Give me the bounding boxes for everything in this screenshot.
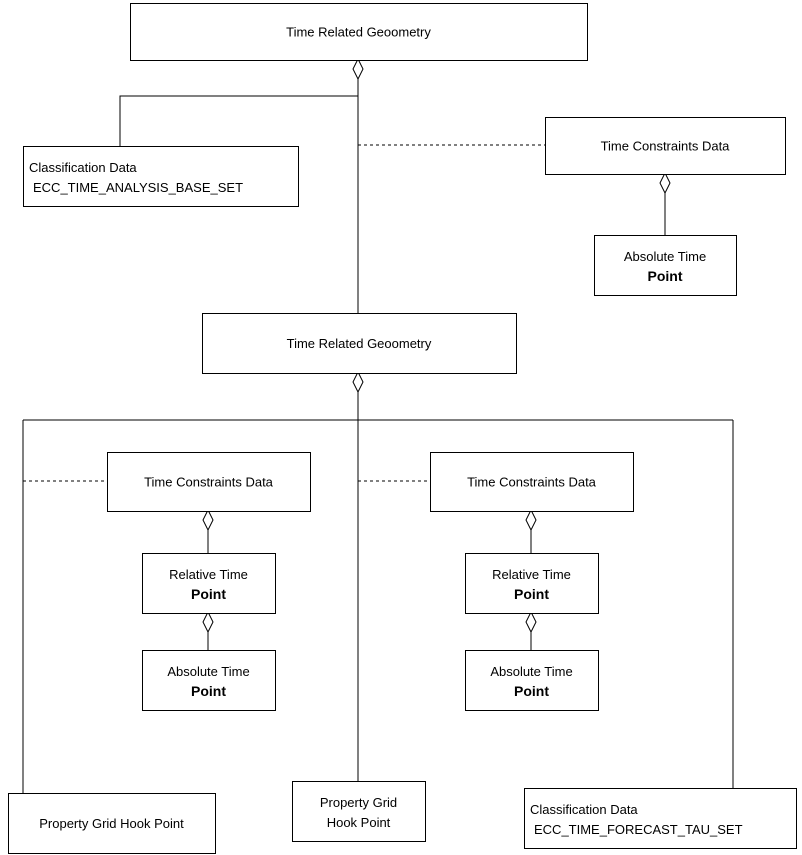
time-related-geoometry-second-rect[interactable] [202, 313, 517, 374]
time-related-geoometry-root-label: Time Related Geoometry [286, 25, 431, 40]
relative-time-point-right-label-line2: Point [514, 586, 549, 602]
classification-data-analysis-base-set-label-line1: Classification Data [29, 160, 137, 175]
relative-time-point-right-label-line1: Relative Time [492, 567, 571, 582]
classification-data-analysis-base-set-label-line2: ECC_TIME_ANALYSIS_BASE_SET [33, 180, 243, 195]
time-constraints-data-left[interactable]: Time Constraints Data [107, 452, 311, 512]
property-grid-hook-point-left[interactable]: Property Grid Hook Point [8, 793, 216, 854]
classification-data-forecast-tau-set-label-line2: ECC_TIME_FORECAST_TAU_SET [534, 822, 743, 837]
absolute-time-point-left-label-line1: Absolute Time [167, 664, 249, 679]
classification-data-analysis-base-set[interactable]: Classification DataECC_TIME_ANALYSIS_BAS… [23, 146, 299, 207]
classification-data-forecast-tau-set-label-line1: Classification Data [530, 802, 638, 817]
relative-time-point-left-rect[interactable] [142, 553, 276, 614]
absolute-time-point-top-label-line2: Point [648, 268, 683, 284]
aggregation-diamond-relative-right [525, 610, 537, 634]
aggregation-diamond-relative-left [202, 610, 214, 634]
time-constraints-data-right-rect[interactable] [430, 452, 634, 512]
time-related-geoometry-root[interactable]: Time Related Geoometry [130, 3, 588, 61]
absolute-time-point-right-rect[interactable] [465, 650, 599, 711]
time-constraints-data-left-label: Time Constraints Data [144, 475, 274, 490]
aggregation-diamond-tcd-left [202, 508, 214, 532]
absolute-time-point-left-label-line2: Point [191, 683, 226, 699]
classification-data-forecast-tau-set-rect[interactable] [524, 788, 797, 849]
branch-root-to-classification-analysis [119, 95, 358, 146]
time-related-geoometry-root-rect[interactable] [130, 3, 588, 61]
property-grid-hook-point-left-rect[interactable] [8, 793, 216, 854]
property-grid-hook-point-middle-rect[interactable] [292, 781, 426, 842]
time-constraints-data-right-label: Time Constraints Data [467, 475, 597, 490]
absolute-time-point-top-label-line1: Absolute Time [624, 249, 706, 264]
relative-time-point-right-rect[interactable] [465, 553, 599, 614]
classification-data-analysis-base-set-rect[interactable] [23, 146, 299, 207]
time-constraints-data-top-label: Time Constraints Data [601, 139, 731, 154]
property-grid-hook-point-middle-label-line1: Property Grid [320, 795, 397, 810]
aggregation-diamond-tcd-right [525, 508, 537, 532]
time-constraints-data-right[interactable]: Time Constraints Data [430, 452, 634, 512]
absolute-time-point-right-label-line1: Absolute Time [490, 664, 572, 679]
absolute-time-point-left-rect[interactable] [142, 650, 276, 711]
time-constraints-data-left-rect[interactable] [107, 452, 311, 512]
time-related-geoometry-second[interactable]: Time Related Geoometry [202, 313, 517, 374]
classification-data-forecast-tau-set[interactable]: Classification DataECC_TIME_FORECAST_TAU… [524, 788, 797, 849]
absolute-time-point-right-label-line2: Point [514, 683, 549, 699]
relative-time-point-left-label-line1: Relative Time [169, 567, 248, 582]
time-constraints-data-top-rect[interactable] [545, 117, 786, 175]
aggregation-diamond-second-geoometry [352, 370, 364, 394]
aggregation-diamonds-layer [202, 57, 671, 634]
aggregation-diamond-root [352, 57, 364, 81]
time-related-geoometry-second-label: Time Related Geoometry [287, 336, 432, 351]
property-grid-hook-point-middle-label-line2: Hook Point [327, 815, 391, 830]
property-grid-hook-point-left-label: Property Grid Hook Point [39, 816, 184, 831]
relative-time-point-left-label-line2: Point [191, 586, 226, 602]
absolute-time-point-top-rect[interactable] [594, 235, 737, 296]
time-constraints-data-top[interactable]: Time Constraints Data [545, 117, 786, 175]
aggregation-diamond-time-constraints-top [659, 171, 671, 195]
